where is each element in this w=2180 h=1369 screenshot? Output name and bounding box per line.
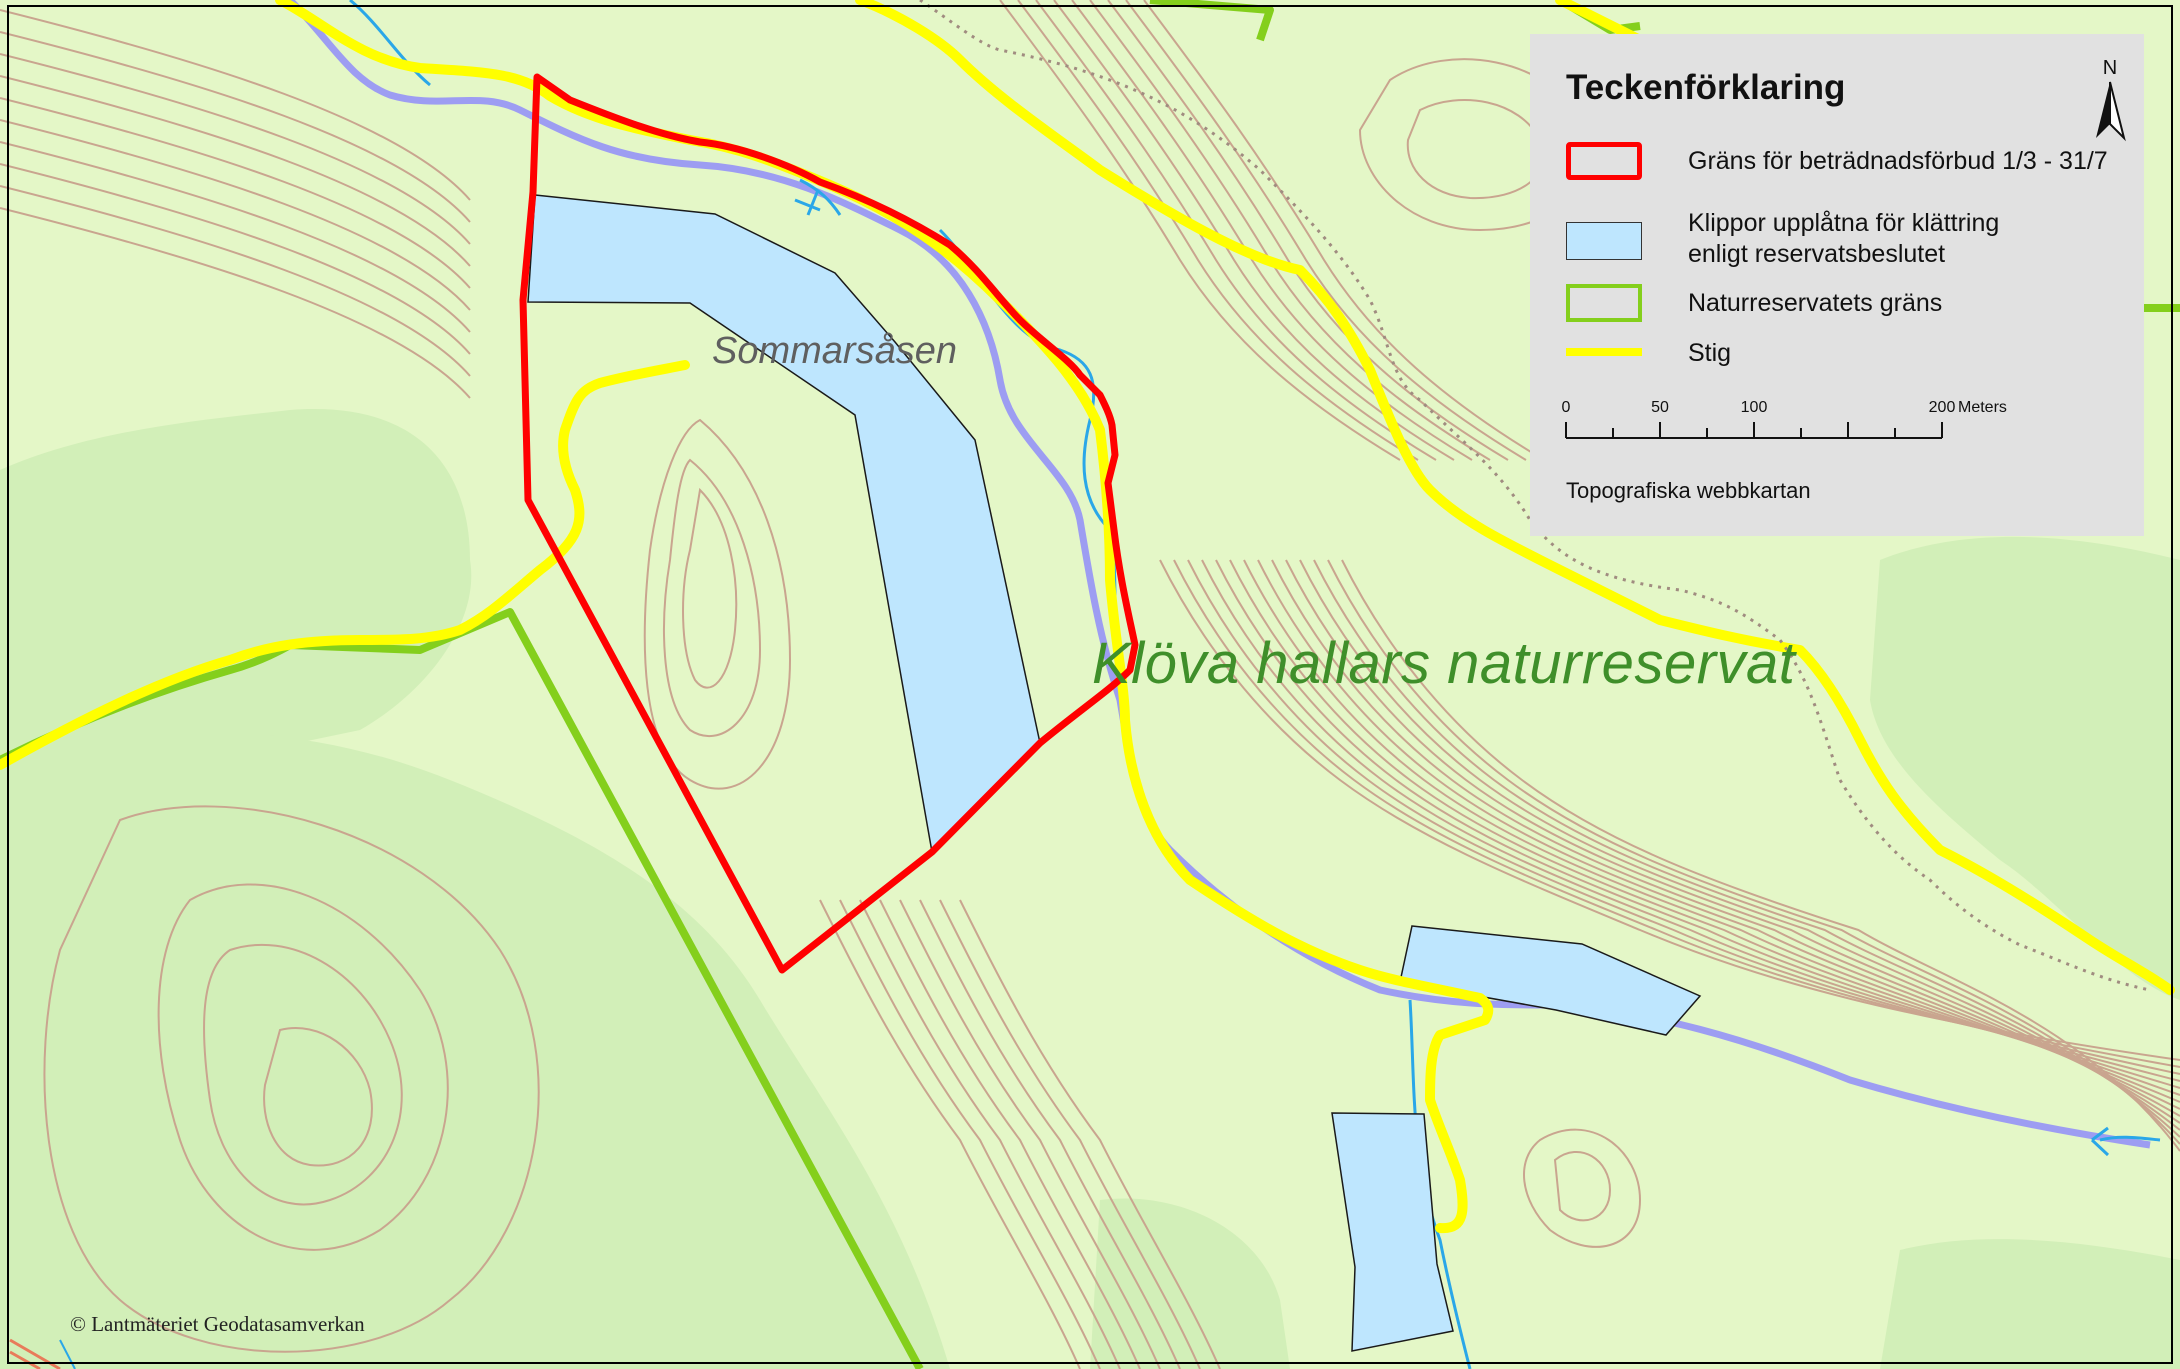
restriction-boundary xyxy=(519,73,1139,974)
cliff-swatch xyxy=(1566,222,1642,260)
scale-bar: 0 50 100 200 Meters xyxy=(1562,399,2007,439)
scale-unit-label: Meters xyxy=(1958,399,2007,416)
copyright-label-decoration xyxy=(9,1338,76,1369)
north-label: N xyxy=(2103,57,2117,79)
legend-panel: Teckenförklaring N Gräns för beträdnadsf… xyxy=(1530,34,2144,536)
reserve-name-label: Klöva hallars naturreservat xyxy=(1092,631,1796,696)
climbing-cliffs xyxy=(527,194,1702,1352)
scale-tick-label: 200 xyxy=(1929,399,1956,416)
dotted-path xyxy=(919,0,2151,992)
legend-item-label: Klippor upplåtna för klättring enligt re… xyxy=(1688,208,1999,270)
scale-tick-label: 100 xyxy=(1741,399,1768,416)
scale-tick-label: 0 xyxy=(1562,399,1571,416)
map-frame xyxy=(7,5,2173,1364)
copyright-label: © Lantmäteriet Geodatasamverkan xyxy=(70,1312,365,1336)
legend-item-label: Gräns för beträdnadsförbud 1/3 - 31/7 xyxy=(1688,147,2108,175)
legend-title: Teckenförklaring xyxy=(1566,68,1846,107)
scale-tick-label: 50 xyxy=(1651,399,1669,416)
cliff-area-3 xyxy=(1331,1112,1454,1352)
restriction-swatch xyxy=(1566,142,1642,180)
legend-item-label-line1: Klippor upplåtna för klättring xyxy=(1688,209,2000,237)
place-name-label: Sommarsåsen xyxy=(712,330,957,372)
north-arrow-icon: N xyxy=(2096,57,2126,142)
reserve-swatch xyxy=(1566,284,1642,322)
map-source-label: Topografiska webbkartan xyxy=(1566,478,1811,503)
legend-item-label: Stig xyxy=(1688,339,1732,367)
trails xyxy=(0,0,2175,1234)
legend-item-label-line2: enligt reservatsbeslutet xyxy=(1688,240,1946,268)
trail-swatch xyxy=(1566,348,1642,356)
legend-item-label: Naturreservatets gräns xyxy=(1688,289,1943,317)
